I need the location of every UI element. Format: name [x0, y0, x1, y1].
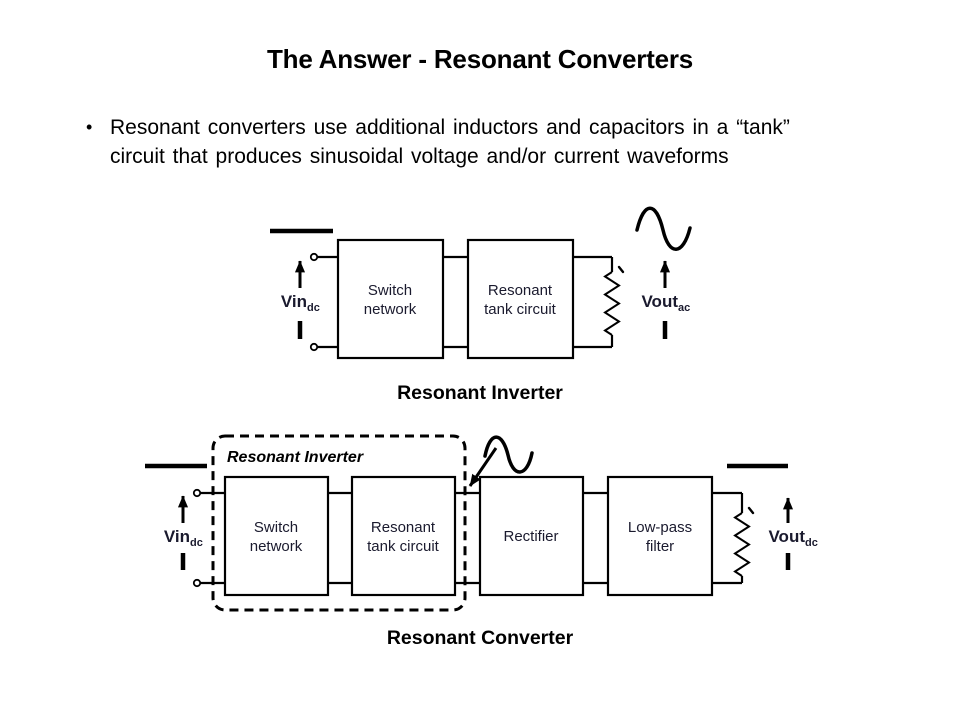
resonant-converter-diagram: Resonant Inverter Vin dc Switch network …: [145, 434, 818, 612]
switch-network-label-2: network: [364, 301, 417, 318]
load-resistor-icon: [733, 493, 755, 583]
lowpass-filter-box: [606, 475, 714, 597]
sine-waveform-icon: [483, 435, 534, 474]
input-terminal-top-icon: [192, 488, 202, 498]
bullet-line-1: Resonant converters use additional induc…: [110, 116, 790, 139]
resonant-tank-label-2: tank circuit: [367, 538, 440, 555]
bullet-marker: •: [86, 117, 93, 137]
resonant-tank-label-1: Resonant: [488, 282, 553, 299]
inverter-caption: Resonant Inverter: [397, 382, 563, 404]
bullet-text: Resonant converters use additional induc…: [110, 113, 790, 171]
rectifier-label: Rectifier: [503, 528, 558, 545]
vin-label: Vin: [164, 527, 190, 546]
page-title: The Answer - Resonant Converters: [266, 44, 694, 74]
converter-caption: Resonant Converter: [386, 627, 574, 649]
sine-pointer-arrow-icon: [468, 447, 498, 487]
bullet-line-2: circuit that produces sinusoidal voltage…: [110, 145, 729, 168]
input-terminal-bottom-icon: [309, 342, 319, 352]
vin-subscript: dc: [190, 537, 203, 549]
vin-subscript: dc: [307, 302, 320, 314]
rectifier-box: [478, 475, 585, 597]
bullet-item: • Resonant converters use additional ind…: [86, 113, 932, 171]
input-terminal-top-icon: [309, 252, 319, 262]
resonant-tank-label-1: Resonant: [371, 519, 436, 536]
vin-label: Vin: [281, 292, 307, 311]
vout-subscript: ac: [678, 302, 690, 314]
switch-network-box: [223, 475, 330, 597]
resonant-tank-box: [466, 238, 575, 360]
resonant-inverter-diagram: Vin dc Switch network Resonant tank circ…: [270, 206, 692, 360]
resonant-inverter-inner-label: Resonant Inverter: [227, 449, 364, 466]
lowpass-filter-label-1: Low-pass: [628, 519, 692, 536]
lowpass-filter-label-2: filter: [646, 538, 674, 555]
resonant-tank-box: [350, 475, 457, 597]
vout-label: Vout: [768, 527, 805, 546]
sine-waveform-icon: [635, 206, 692, 251]
vout-subscript: dc: [805, 537, 818, 549]
vout-label: Vout: [641, 292, 678, 311]
switch-network-label-2: network: [250, 538, 303, 555]
switch-network-label-1: Switch: [254, 519, 298, 536]
resonant-inverter-dashed-box: [211, 434, 467, 612]
load-resistor-icon: [603, 257, 625, 347]
resonant-tank-label-2: tank circuit: [484, 301, 557, 318]
switch-network-box: [336, 238, 445, 360]
switch-network-label-1: Switch: [368, 282, 412, 299]
input-terminal-bottom-icon: [192, 578, 202, 588]
